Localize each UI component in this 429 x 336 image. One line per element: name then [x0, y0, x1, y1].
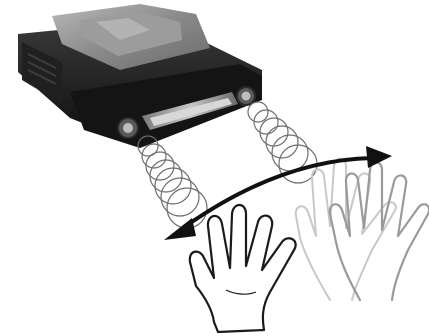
sensor-wave-icon: [248, 102, 317, 183]
hand-icon: [190, 205, 296, 332]
sensor-wave-icon: [138, 136, 207, 228]
device-icon: [18, 4, 262, 148]
ghost-hand-icon: [296, 159, 429, 301]
